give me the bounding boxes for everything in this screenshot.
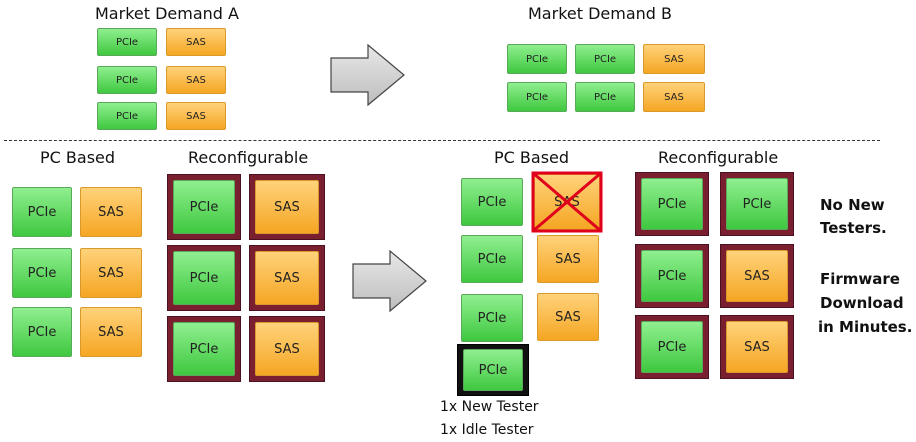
reconf-right-pcie-4: PCIe bbox=[641, 321, 703, 373]
market-demand-a-title: Market Demand A bbox=[95, 4, 239, 23]
idle-tester-caption: 1x Idle Tester bbox=[440, 422, 534, 438]
top-arrow-icon bbox=[330, 44, 405, 106]
demand-b-pcie-1: PCIe bbox=[507, 44, 567, 74]
pc-left-sas-2: SAS bbox=[80, 248, 142, 298]
note-line-2: Testers. bbox=[820, 219, 887, 237]
pc-right-pcie-2: PCIe bbox=[461, 235, 523, 283]
new-tester-caption: 1x New Tester bbox=[440, 399, 539, 415]
pc-right-sas-3: SAS bbox=[537, 293, 599, 341]
pc-left-pcie-2: PCIe bbox=[12, 248, 72, 298]
reconf-left-sas-1: SAS bbox=[255, 180, 319, 234]
reconf-right-sas-1: SAS bbox=[726, 250, 788, 302]
pc-right-pcie-new: PCIe bbox=[463, 349, 523, 391]
pc-based-right-title: PC Based bbox=[494, 148, 570, 167]
demand-b-pcie-3: PCIe bbox=[507, 82, 567, 112]
demand-b-pcie-2: PCIe bbox=[575, 44, 635, 74]
note-line-4: Download bbox=[820, 294, 904, 312]
demand-a-pcie-1: PCIe bbox=[97, 28, 157, 56]
note-line-3: Firmware bbox=[820, 270, 900, 288]
demand-b-sas-2: SAS bbox=[643, 82, 705, 112]
demand-a-sas-2: SAS bbox=[166, 66, 226, 94]
reconf-right-pcie-1: PCIe bbox=[641, 178, 703, 230]
reconfigurable-right-title: Reconfigurable bbox=[658, 148, 779, 167]
section-divider bbox=[4, 140, 880, 141]
pc-left-pcie-1: PCIe bbox=[12, 187, 72, 237]
demand-b-sas-1: SAS bbox=[643, 44, 705, 74]
demand-b-pcie-4: PCIe bbox=[575, 82, 635, 112]
pc-left-sas-3: SAS bbox=[80, 307, 142, 357]
demand-a-pcie-2: PCIe bbox=[97, 66, 157, 94]
pc-right-pcie-1: PCIe bbox=[461, 178, 523, 226]
demand-a-sas-3: SAS bbox=[166, 102, 226, 130]
reconf-left-sas-3: SAS bbox=[255, 322, 319, 376]
pc-left-pcie-3: PCIe bbox=[12, 307, 72, 357]
reconf-right-pcie-3: PCIe bbox=[641, 250, 703, 302]
cross-out-icon bbox=[531, 171, 603, 233]
pc-right-pcie-3: PCIe bbox=[461, 294, 523, 342]
demand-a-sas-1: SAS bbox=[166, 28, 226, 56]
reconf-left-pcie-2: PCIe bbox=[173, 251, 235, 305]
pc-left-sas-1: SAS bbox=[80, 187, 142, 237]
note-line-5: in Minutes. bbox=[818, 318, 913, 336]
reconf-left-sas-2: SAS bbox=[255, 251, 319, 305]
reconf-left-pcie-1: PCIe bbox=[173, 180, 235, 234]
reconf-right-sas-2: SAS bbox=[726, 321, 788, 373]
market-demand-b-title: Market Demand B bbox=[528, 4, 672, 23]
middle-arrow-icon bbox=[352, 250, 427, 312]
pc-right-sas-2: SAS bbox=[537, 235, 599, 283]
demand-a-pcie-3: PCIe bbox=[97, 102, 157, 130]
reconf-right-pcie-2: PCIe bbox=[726, 178, 788, 230]
note-line-1: No New bbox=[820, 196, 885, 214]
pc-based-left-title: PC Based bbox=[40, 148, 116, 167]
reconfigurable-left-title: Reconfigurable bbox=[188, 148, 309, 167]
reconf-left-pcie-3: PCIe bbox=[173, 322, 235, 376]
